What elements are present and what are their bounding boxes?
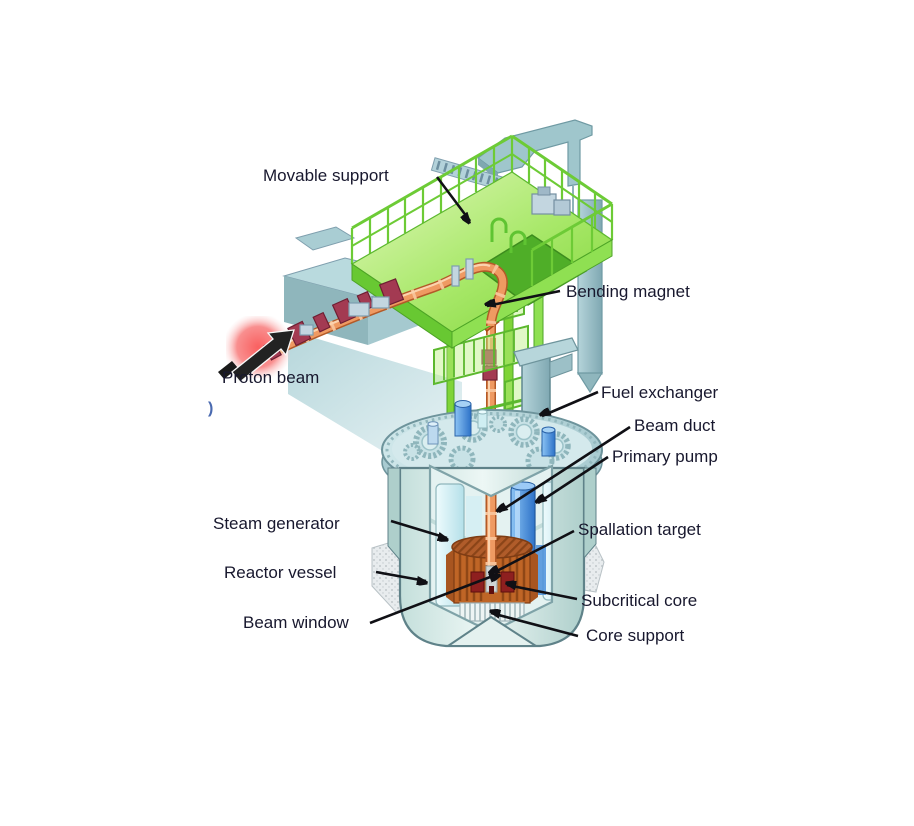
flange-nozzles [427,400,556,457]
vessel-shoulder-left [387,467,401,562]
label-beam-duct: Beam duct [634,416,716,435]
arrow-beam-duct [499,425,631,512]
ladder-hooks [490,217,527,253]
stray-parenthesis: ) [208,400,213,417]
proton-beam-arrow [218,329,295,383]
arrow-primary-pump [538,455,609,503]
label-fuel-exchanger: Fuel exchanger [601,383,719,402]
railing-front-right [530,202,613,286]
label-primary-pump: Primary pump [612,447,718,466]
beamline-supports [299,258,474,336]
annotation-arrows [369,176,631,638]
wall-fragment [294,226,356,251]
label-spallation-target: Spallation target [578,520,701,539]
arrow-bending-magnet [487,289,561,306]
vessel-shoulder-right [583,467,597,560]
label-core-support: Core support [586,626,685,645]
label-steam-generator: Steam generator [213,514,340,533]
label-subcritical-core: Subcritical core [581,591,697,610]
cutaway-frame [428,464,554,634]
annotation-labels: Movable support Bending magnet Proton be… [208,166,719,645]
arrow-movable-support [435,176,470,221]
label-reactor-vessel: Reactor vessel [224,563,336,582]
label-bending-magnet: Bending magnet [566,282,690,301]
deck-machine [531,186,571,216]
label-movable-support: Movable support [263,166,389,185]
railing-ne [511,134,614,240]
arrow-fuel-exchanger [542,390,599,418]
arrow-subcritical-core [507,585,578,601]
label-beam-window: Beam window [243,613,350,632]
label-proton-beam: Proton beam [222,368,319,387]
arrow-steam-generator [390,519,447,538]
vessel-bottom-notch [444,615,540,647]
arrow-spallation-target [491,529,575,574]
arrow-core-support [491,613,579,638]
arrow-reactor-vessel [375,570,426,581]
arrow-beam-window [369,572,498,625]
reactor-vessel-assembly [371,337,605,648]
